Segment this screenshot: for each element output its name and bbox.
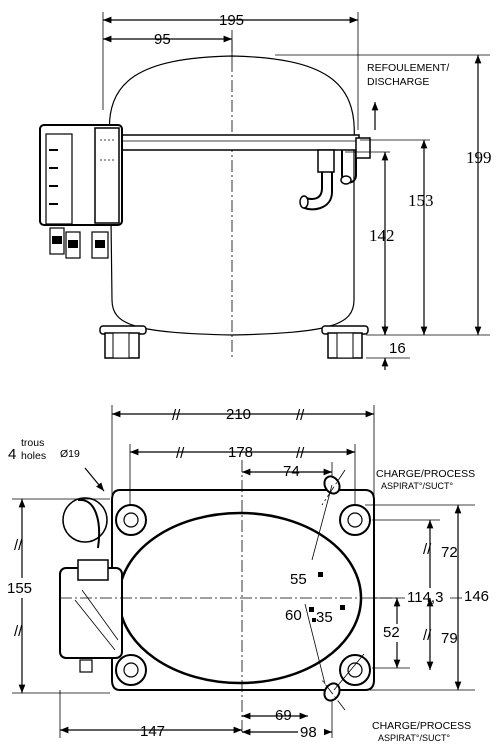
dim-95: 95 — [154, 31, 171, 48]
dim-178: 178 — [228, 444, 253, 461]
electrical-box-plan — [59, 497, 123, 673]
holes-diameter: Ø19 — [60, 448, 80, 460]
holes-leader — [84, 467, 105, 492]
holes-count: 4 — [8, 446, 16, 463]
break-mark: // — [296, 445, 305, 462]
charge-top-1: CHARGE/PROCESS — [376, 468, 475, 480]
dim-79: 79 — [441, 630, 458, 647]
dim-114-3: 114,3 — [407, 589, 443, 606]
holes-note-1: trous — [21, 437, 44, 449]
plan-view: 210 // // 178 // // 74 4 trous holes Ø19 — [6, 405, 496, 743]
discharge-label-2: DISCHARGE — [367, 76, 429, 88]
tubes — [304, 469, 365, 711]
break-mark: // — [172, 407, 181, 424]
break-mark: // — [423, 541, 432, 558]
break-mark: // — [296, 407, 305, 424]
dim-147: 147 — [140, 723, 165, 740]
dim-153: 153 — [408, 191, 434, 210]
dim-98: 98 — [300, 724, 317, 741]
side-view: REFOULEMENT/ DISCHARGE 195 95 199 153 14… — [39, 12, 492, 370]
dim-55: 55 — [290, 571, 307, 588]
dim-195: 195 — [219, 12, 244, 29]
dim-35: 35 — [316, 609, 333, 626]
dim-155: 155 — [7, 580, 32, 597]
dim-199: 199 — [466, 148, 492, 167]
dim-60: 60 — [285, 607, 302, 624]
break-mark: // — [14, 623, 23, 640]
dim-142: 142 — [369, 226, 395, 245]
dim-69: 69 — [275, 707, 292, 724]
break-mark: // — [176, 445, 185, 462]
dim-16: 16 — [389, 340, 406, 357]
charge-bottom-1: CHARGE/PROCESS — [372, 720, 471, 732]
dim-72: 72 — [441, 544, 458, 561]
break-mark: // — [423, 627, 432, 644]
charge-top-2: ASPIRAT°/SUCT° — [381, 481, 453, 491]
feet — [99, 325, 369, 359]
dim-210: 210 — [226, 406, 251, 423]
dim-74: 74 — [283, 463, 300, 480]
suction-pipe — [299, 137, 371, 211]
electrical-box — [39, 124, 123, 259]
discharge-label-1: REFOULEMENT/ — [367, 62, 449, 74]
body-band — [103, 134, 360, 151]
holes-note-2: holes — [21, 450, 46, 462]
break-mark: // — [14, 537, 23, 554]
mounting-holes — [115, 504, 371, 686]
charge-bottom-2: ASPIRAT°/SUCT° — [378, 733, 450, 743]
dim-52: 52 — [383, 624, 400, 641]
dim-146: 146 — [464, 588, 489, 605]
